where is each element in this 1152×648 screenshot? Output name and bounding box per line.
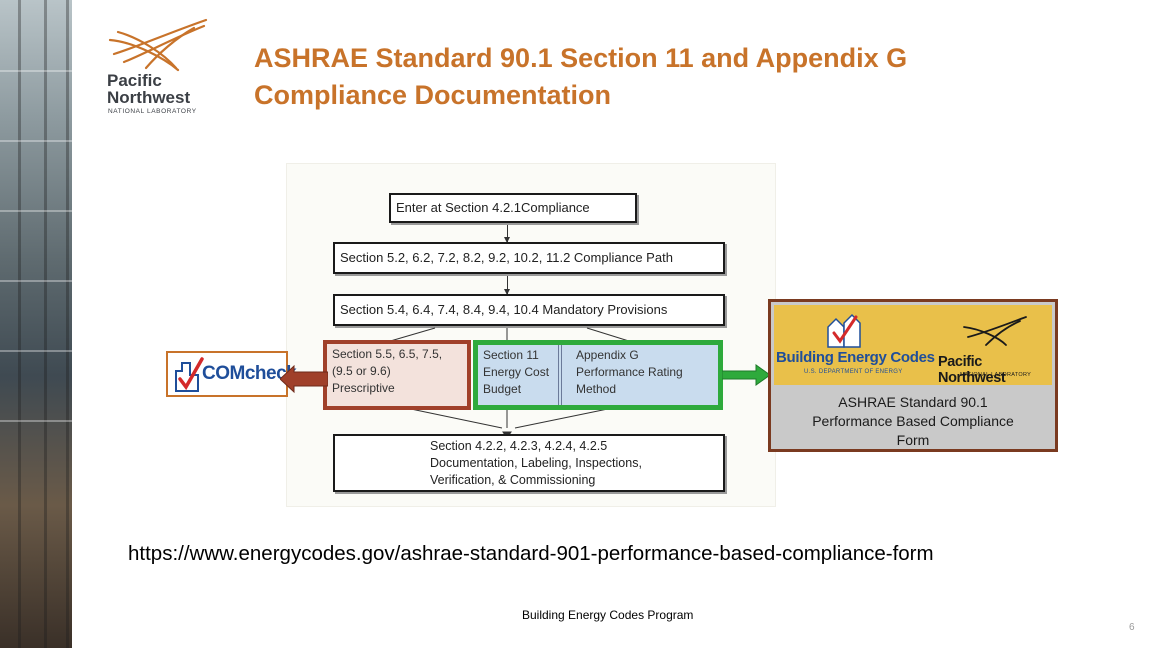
building-photo xyxy=(0,0,72,648)
form-caption: ASHRAE Standard 90.1 Performance Based C… xyxy=(812,394,1014,448)
comcheck-building-icon xyxy=(175,357,204,392)
form-banner: Building Energy Codes U.S. DEPARTMENT OF… xyxy=(774,305,1052,386)
arrow-to-form xyxy=(722,364,770,386)
pnnl-logo-icon xyxy=(108,18,208,72)
enter-box: Enter at Section 4.2.1Compliance xyxy=(389,193,637,223)
performance-form-card: Building Energy Codes U.S. DEPARTMENT OF… xyxy=(768,299,1058,452)
appendix-g-box: Appendix G Performance Rating Method xyxy=(576,348,683,396)
ecb-box: Section 11 Energy Cost Budget xyxy=(478,345,562,405)
prescriptive-box: Section 5.5, 6.5, 7.5, (9.5 or 9.6) Pres… xyxy=(327,344,467,406)
footer-program-name: Building Energy Codes Program xyxy=(522,608,694,622)
logo-subtitle: NATIONAL LABORATORY xyxy=(108,108,197,115)
arrow-1 xyxy=(504,225,510,243)
prescriptive-highlight: Section 5.5, 6.5, 7.5, (9.5 or 9.6) Pres… xyxy=(323,340,471,410)
comcheck-label: COMcheck xyxy=(202,363,297,384)
performance-highlight: Section 11 Energy Cost Budget Appendix G… xyxy=(473,340,723,410)
pnnl-small-logo-icon xyxy=(963,316,1027,346)
logo-wordmark: Pacific Northwest xyxy=(107,71,191,107)
form-url-link[interactable]: https://www.energycodes.gov/ashrae-stand… xyxy=(128,542,934,565)
arrow-2 xyxy=(504,276,510,295)
bec-sub: U.S. DEPARTMENT OF ENERGY xyxy=(804,369,903,375)
bec-label: Building Energy Codes xyxy=(776,349,935,366)
bec-house-icon xyxy=(827,313,861,348)
slide-title: ASHRAE Standard 90.1 Section 11 and Appe… xyxy=(254,43,908,110)
mandatory-provisions-box: Section 5.4, 6.4, 7.4, 8.4, 9.4, 10.4 Ma… xyxy=(333,294,725,326)
compliance-path-box: Section 5.2, 6.2, 7.2, 8.2, 9.2, 10.2, 1… xyxy=(333,242,725,274)
pnnl-card-label: Pacific Northwest xyxy=(938,354,1006,386)
comcheck-logo: COMcheck xyxy=(166,351,297,397)
page-number: 6 xyxy=(1129,622,1135,633)
documentation-box: Section 4.2.2, 4.2.3, 4.2.4, 4.2.5 Docum… xyxy=(333,434,725,492)
arrow-to-comcheck xyxy=(280,364,328,394)
pnnl-card-sub: NATIONAL LABORATORY xyxy=(960,372,1032,378)
compliance-flowchart: Enter at Section 4.2.1Compliance Section… xyxy=(286,163,776,507)
